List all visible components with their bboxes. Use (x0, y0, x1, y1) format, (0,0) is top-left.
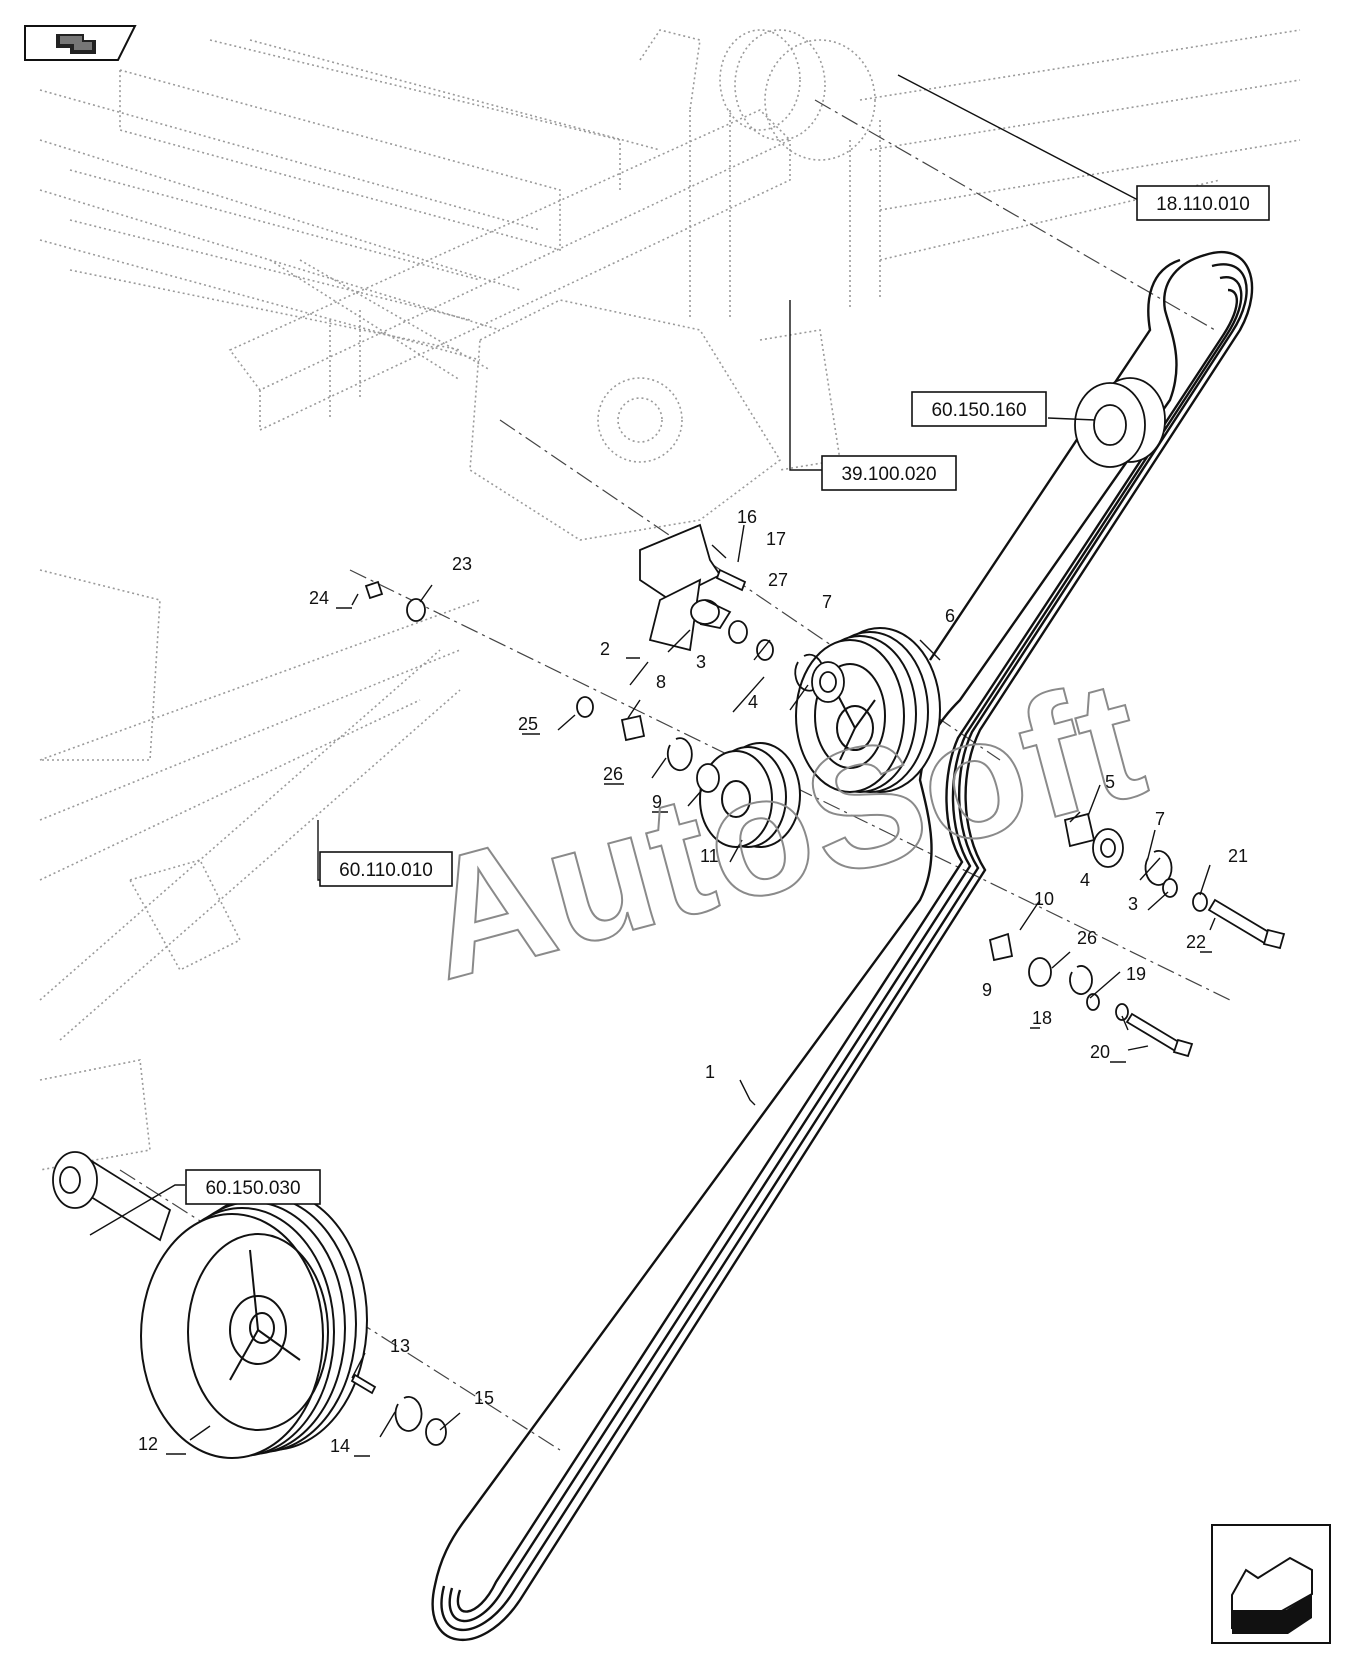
callout-6: 6 (945, 606, 955, 626)
callout-8: 8 (656, 672, 666, 692)
watermark: AutoSoft (405, 643, 1163, 1016)
pulley-11 (699, 742, 801, 848)
ref-label: 60.150.030 (205, 1178, 300, 1199)
callout-1: 1 (705, 1062, 715, 1082)
callout-15: 15 (474, 1388, 494, 1408)
leader-lines (89, 74, 1216, 1441)
callout-23: 23 (452, 554, 472, 574)
back-page-icon[interactable] (24, 25, 137, 61)
ref-box-39-100-020[interactable]: 39.100.020 (821, 455, 957, 491)
callout-25: 25 (518, 714, 538, 734)
pulley-12 (140, 1189, 368, 1459)
callout-5: 5 (1105, 772, 1115, 792)
callouts: 16 17 27 7 6 2 3 4 24 23 8 25 26 9 11 5 … (138, 507, 1248, 1456)
next-page-arrow-icon[interactable] (1211, 1524, 1331, 1644)
callout-10: 10 (1034, 889, 1054, 909)
ref-box-60-150-160[interactable]: 60.150.160 (911, 391, 1047, 427)
callout-11: 11 (700, 846, 719, 866)
callout-13: 13 (390, 1336, 410, 1356)
belt (431, 250, 1254, 1641)
ref-box-60-150-030[interactable]: 60.150.030 (185, 1169, 321, 1205)
ref-label: 18.110.010 (1156, 194, 1250, 215)
ref-box-18-110-010[interactable]: 18.110.010 (1136, 185, 1270, 221)
callout-7: 7 (822, 592, 832, 612)
drive-shaft (52, 1151, 172, 1242)
callout-4-right: 4 (1080, 870, 1090, 890)
callout-21: 21 (1228, 846, 1248, 866)
callout-26: 26 (603, 764, 623, 784)
callout-12: 12 (138, 1434, 158, 1454)
hardware-parts (350, 568, 1286, 1446)
callout-16: 16 (737, 507, 757, 527)
callout-underlines (166, 607, 1212, 1457)
callout-3-right: 3 (1128, 894, 1138, 914)
callout-7-right: 7 (1155, 809, 1165, 829)
callout-24: 24 (309, 588, 329, 608)
ref-label: 60.110.010 (339, 860, 433, 881)
callout-4: 4 (748, 692, 758, 712)
callout-19: 19 (1126, 964, 1146, 984)
idler-roller (1074, 377, 1166, 468)
callout-9: 9 (652, 792, 662, 812)
callout-9-right: 9 (982, 980, 992, 1000)
callout-18: 18 (1032, 1008, 1052, 1028)
ref-box-60-110-010[interactable]: 60.110.010 (319, 851, 453, 887)
bracket-2 (639, 523, 732, 652)
callout-26-right: 26 (1077, 928, 1097, 948)
callout-22: 22 (1186, 932, 1206, 952)
callout-27: 27 (768, 570, 788, 590)
callout-17: 17 (766, 529, 786, 549)
ref-label: 39.100.020 (841, 464, 936, 485)
callout-14: 14 (330, 1436, 350, 1456)
callout-20: 20 (1090, 1042, 1110, 1062)
ref-label: 60.150.160 (931, 400, 1026, 421)
callout-2: 2 (600, 639, 610, 659)
callout-3: 3 (696, 652, 706, 672)
